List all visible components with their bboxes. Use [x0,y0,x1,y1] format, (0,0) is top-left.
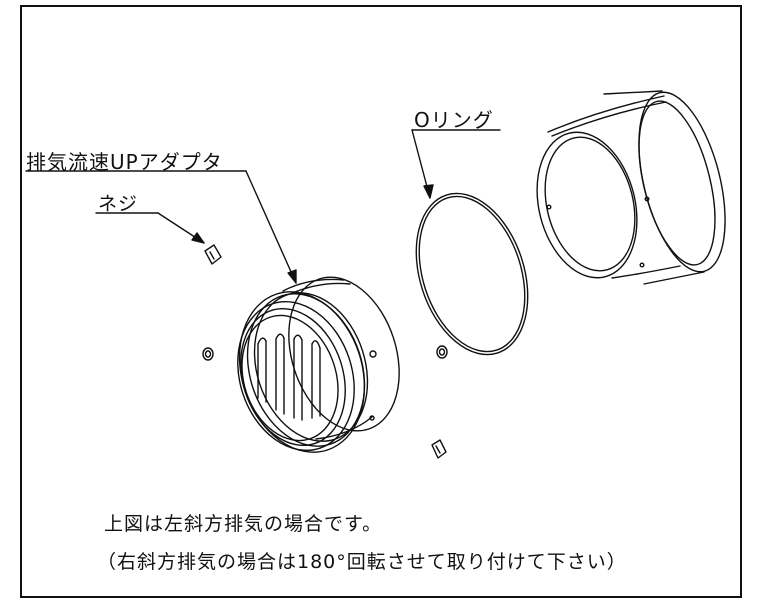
oring-label: Oリング [414,108,494,132]
adapter-label: 排気流速UPアダプタ [26,150,223,174]
screw-left [202,347,214,361]
drawing-frame [20,5,742,598]
note-line-1: 上図は左斜方排気の場合です。 [104,513,383,535]
exhaust-adapter [237,276,400,453]
screw-right [436,345,448,359]
housing-cylinder [536,90,726,285]
note-line-2: （右斜方排気の場合は180°回転させて取り付けて下さい） [97,551,627,573]
leader-screw [95,212,205,244]
screw-top-left [204,244,222,265]
leader-adapter [25,170,297,284]
screw-bottom [431,439,447,459]
o-ring [415,192,529,356]
screw-label: ネジ [98,193,139,215]
leader-oring [411,129,501,199]
